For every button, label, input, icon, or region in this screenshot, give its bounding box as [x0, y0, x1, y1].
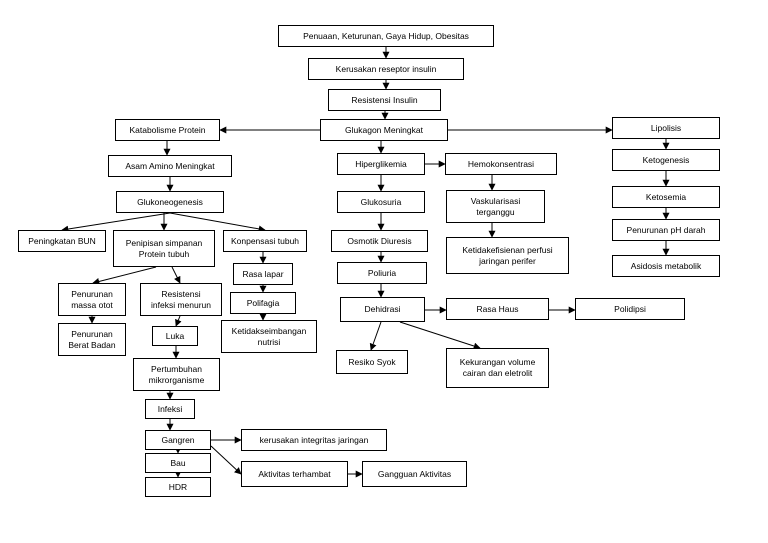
- connector-arrow-21: [210, 445, 242, 475]
- node-kerusakan-reseptor: Kerusakan reseptor insulin: [308, 58, 464, 80]
- node-polidipsi: Polidipsi: [575, 298, 685, 320]
- node-bau: Bau: [145, 453, 211, 473]
- node-kerusakan-integritas: kerusakan integritas jaringan: [241, 429, 387, 451]
- node-vaskularisasi: Vaskularisasi terganggu: [446, 190, 545, 223]
- node-resistensi-infeksi: Resistensi infeksi menurun: [140, 283, 222, 316]
- node-glukosuria: Glukosuria: [337, 191, 425, 213]
- node-hiperglikemia: Hiperglikemia: [337, 153, 425, 175]
- node-kompensasi: Konpensasi tubuh: [223, 230, 307, 252]
- node-rasa-haus: Rasa Haus: [446, 298, 549, 320]
- node-katabolisme: Katabolisme Protein: [115, 119, 220, 141]
- node-penipisan: Penipisan simpanan Protein tubuh: [113, 230, 215, 267]
- connector-arrow-14: [175, 315, 182, 327]
- node-ketogenesis: Ketogenesis: [612, 149, 720, 171]
- connector-arrow-32: [399, 321, 481, 350]
- node-hdr: HDR: [145, 477, 211, 497]
- node-dehidrasi: Dehidrasi: [340, 297, 425, 322]
- node-penurunan-massa: Penurunan massa otot: [58, 283, 126, 316]
- node-glukagon: Glukagon Meningkat: [320, 119, 448, 141]
- node-ketosemia: Ketosemia: [612, 186, 720, 208]
- node-luka: Luka: [152, 326, 198, 346]
- node-asam-amino: Asam Amino Meningkat: [108, 155, 232, 177]
- node-pertumbuhan: Pertumbuhan mikrorganisme: [133, 358, 220, 391]
- node-resiko-syok: Resiko Syok: [336, 350, 408, 374]
- node-polifagia: Polifagia: [230, 292, 296, 314]
- node-infeksi: Infeksi: [145, 399, 195, 419]
- node-osmotik: Osmotik Diuresis: [331, 230, 428, 252]
- node-ketidakefisienan: Ketidakefisienan perfusi jaringan perife…: [446, 237, 569, 274]
- node-gangguan-aktivitas: Gangguan Aktivitas: [362, 461, 467, 487]
- connector-arrow-8: [61, 212, 171, 233]
- connector-arrow-12: [171, 266, 181, 284]
- connector-arrow-11: [92, 266, 157, 285]
- node-asidosis: Asidosis metabolik: [612, 255, 720, 277]
- node-aktivitas-terhambat: Aktivitas terhambat: [241, 461, 348, 487]
- node-ketidakseimbangan: Ketidakseimbangan nutrisi: [221, 320, 317, 353]
- node-kekurangan-volume: Kekurangan volume cairan dan eletrolit: [446, 348, 549, 388]
- node-rasa-lapar: Rasa lapar: [233, 263, 293, 285]
- connector-arrow-10: [169, 212, 266, 233]
- node-poliuria: Poliuria: [337, 262, 427, 284]
- node-lipolisis: Lipolisis: [612, 117, 720, 139]
- node-peningkatan-bun: Peningkatan BUN: [18, 230, 106, 252]
- node-glukoneogenesis: Glukoneogenesis: [116, 191, 224, 213]
- node-gangren: Gangren: [145, 430, 211, 450]
- node-penuaan: Penuaan, Keturunan, Gaya Hidup, Obesitas: [278, 25, 494, 47]
- connector-arrow-31: [369, 321, 382, 351]
- node-resistensi-insulin: Resistensi Insulin: [328, 89, 441, 111]
- node-penurunan-ph: Penurunan pH darah: [612, 219, 720, 241]
- node-penurunan-bb: Penurunan Berat Badan: [58, 323, 126, 356]
- node-hemokonsentrasi: Hemokonsentrasi: [445, 153, 557, 175]
